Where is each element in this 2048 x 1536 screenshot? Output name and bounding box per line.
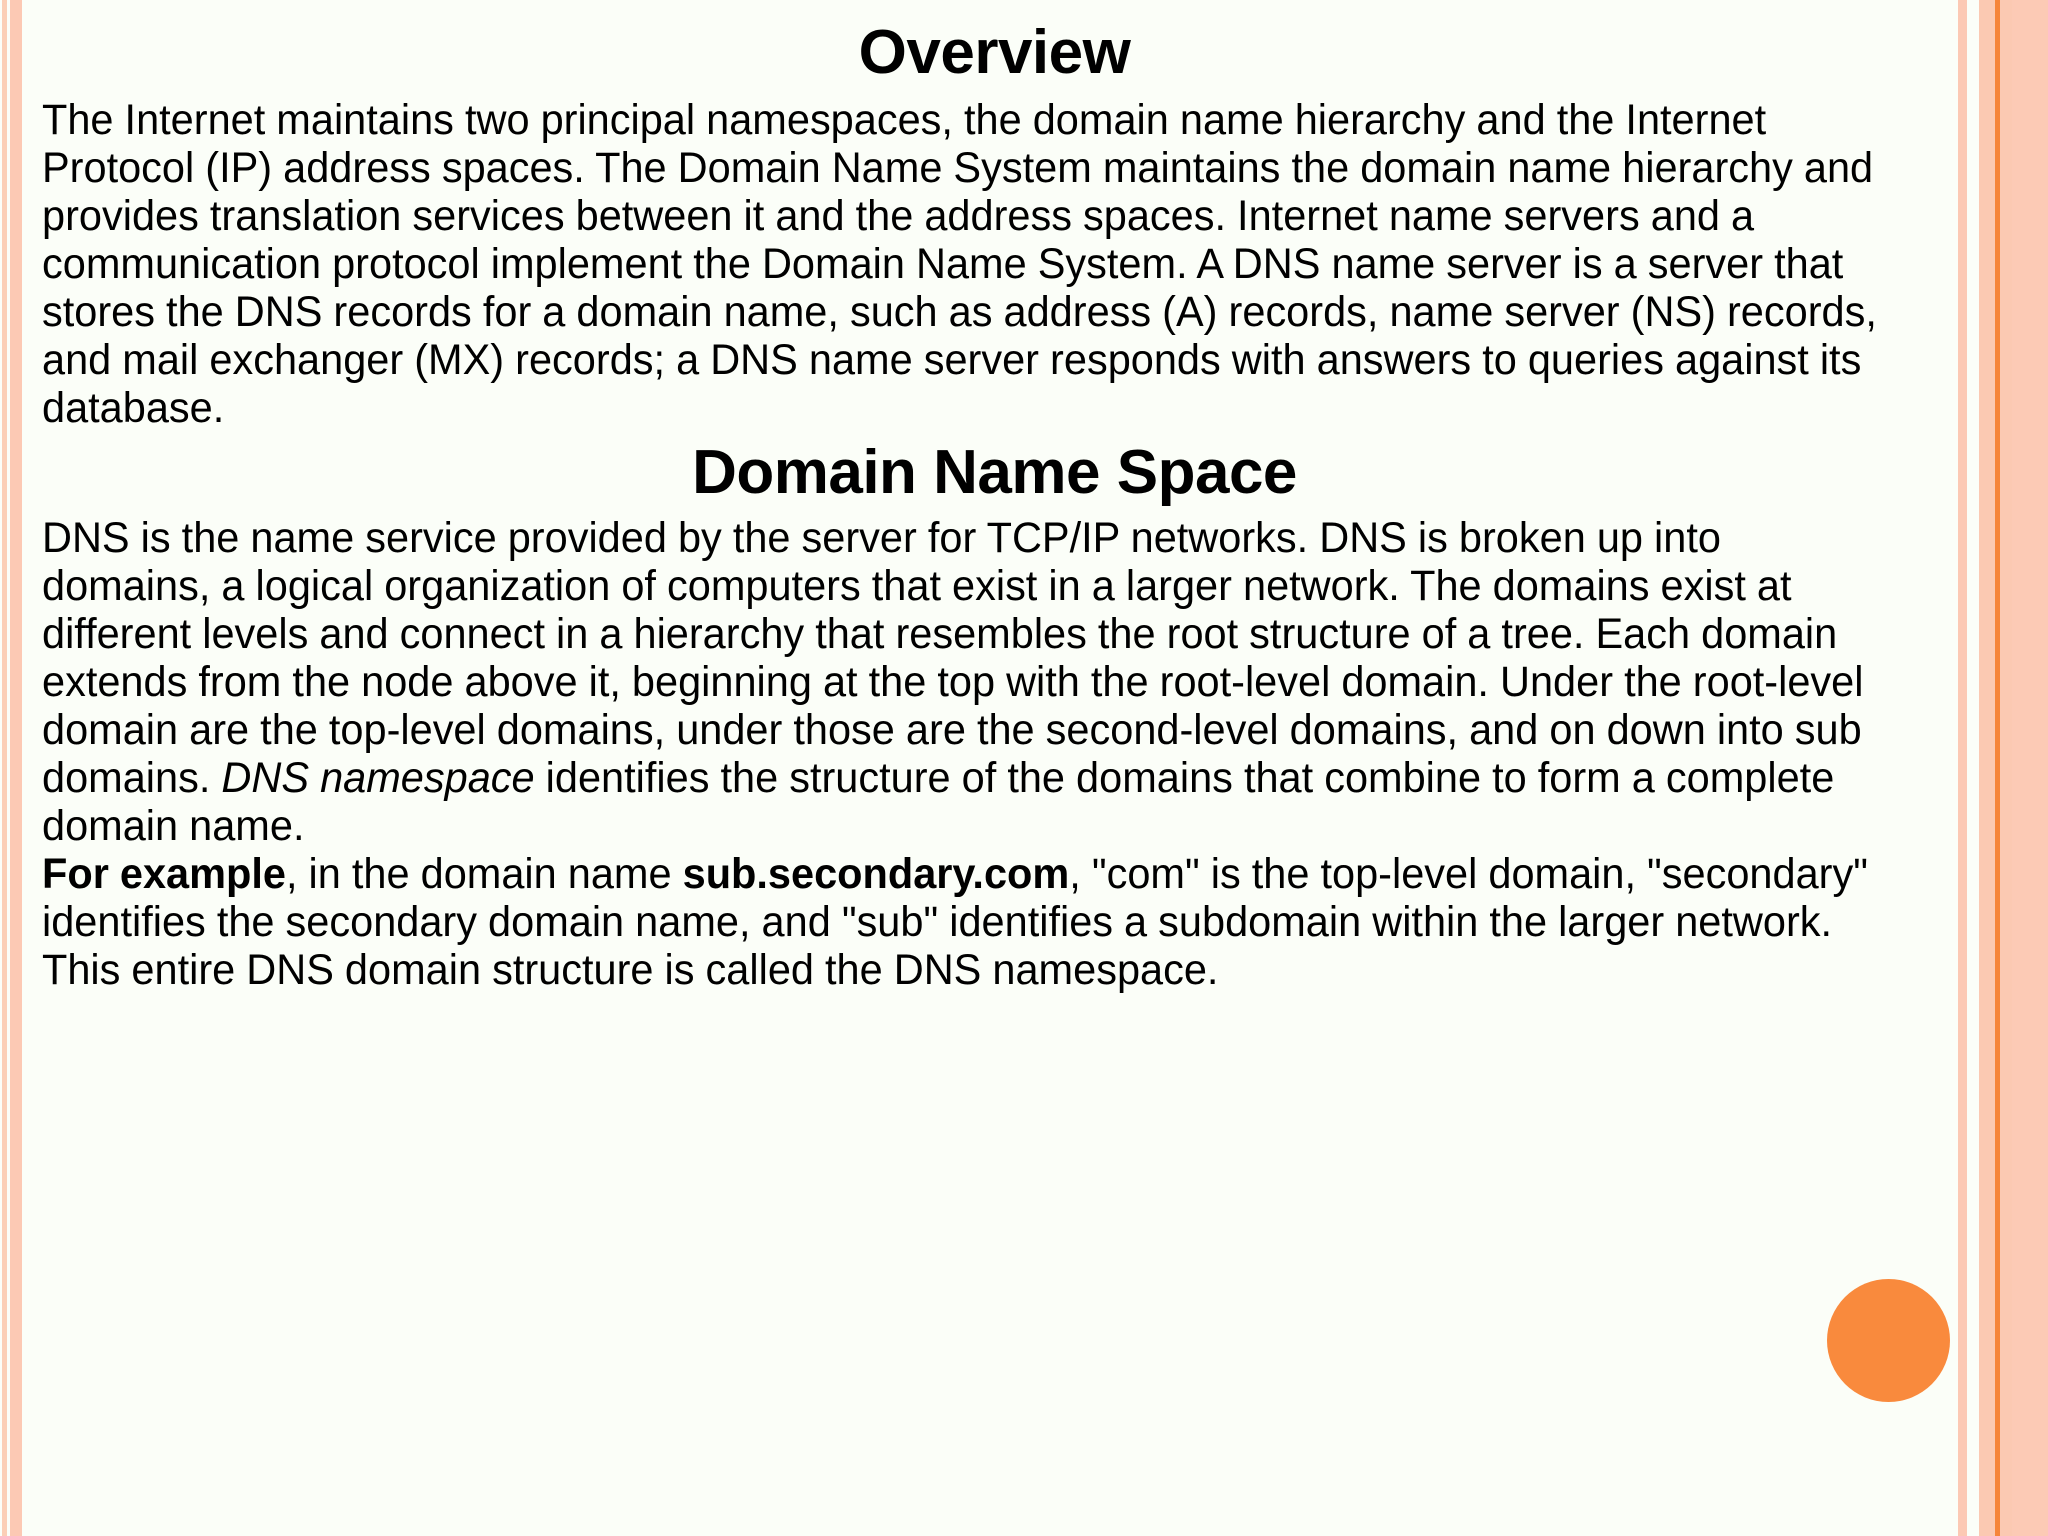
right-stripe-outer (1958, 0, 1967, 1536)
namespace-italic-term: DNS namespace (221, 754, 535, 802)
right-stripe-accent-line (1995, 0, 2000, 1536)
orange-circle-icon (1827, 1279, 1950, 1402)
right-stripe-edge (2012, 0, 2048, 1536)
namespace-text-part2: identifies the structure of the domains … (42, 754, 1835, 850)
right-stripe-inner (1979, 0, 1995, 1536)
paragraph-overview: The Internet maintains two principal nam… (42, 96, 1877, 432)
example-bold-domain: sub.secondary.com (682, 850, 1070, 898)
left-stripe-wide (10, 0, 22, 1536)
right-stripe-mid (2000, 0, 2012, 1536)
left-stripe-thin (2, 0, 7, 1536)
page-title-overview: Overview (858, 18, 1131, 87)
example-text-part1: , in the domain name (285, 850, 683, 898)
example-bold-lead: For example (42, 850, 286, 898)
namespace-text-part1: DNS is the name service provided by the … (42, 514, 1864, 802)
page-title-domain-name-space: Domain Name Space (692, 438, 1297, 507)
slide-content: Overview The Internet maintains two prin… (42, 0, 1947, 994)
paragraph-domain-name-space: DNS is the name service provided by the … (42, 512, 1880, 850)
example-text-part2: , "com" is the top-level domain, "second… (42, 850, 1868, 994)
paragraph-example: For example, in the domain name sub.seco… (42, 850, 1880, 994)
